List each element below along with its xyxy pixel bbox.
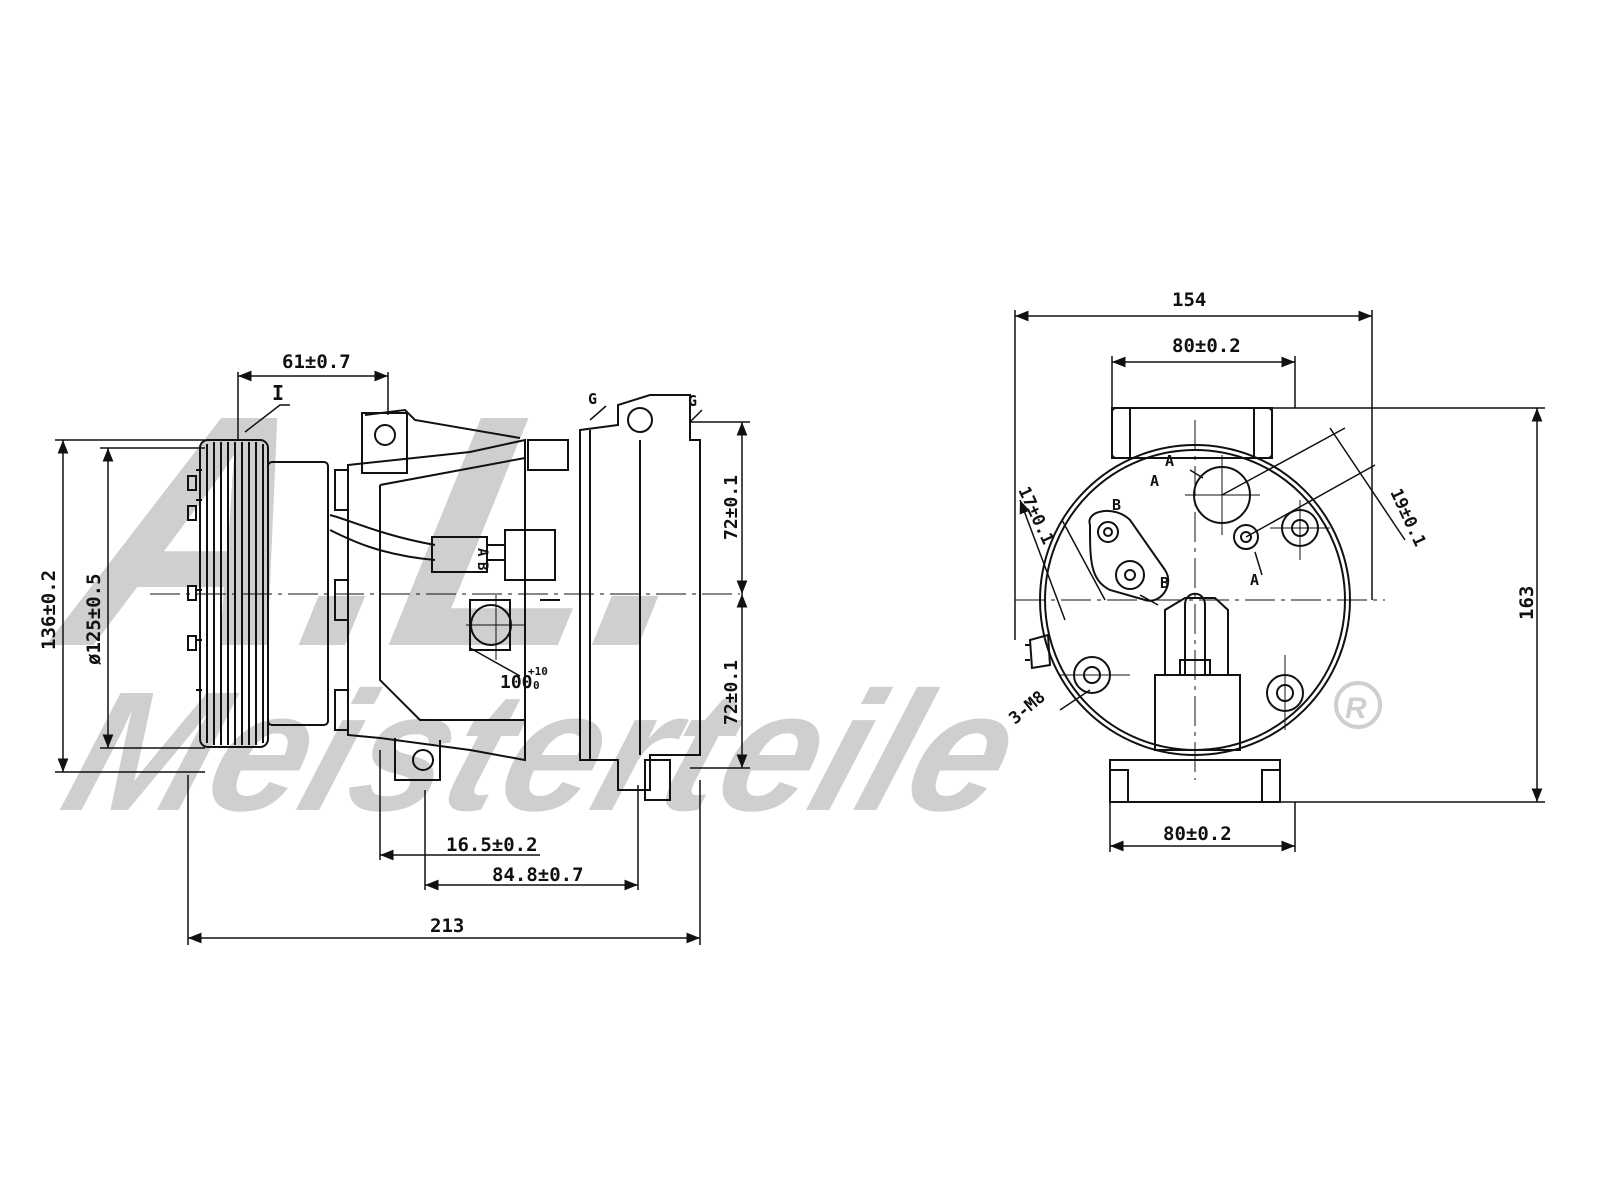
- connector-label-a: A: [474, 548, 490, 557]
- dim-213: 213: [430, 915, 464, 937]
- label-a-2: A: [1150, 472, 1159, 490]
- front-dimension-lines: [55, 370, 750, 945]
- watermark-brand: Meisterteile: [45, 656, 1042, 846]
- label-b-2: B: [1160, 574, 1169, 592]
- dim-163: 163: [1516, 586, 1538, 620]
- dim-80-bottom: 80±0.2: [1163, 823, 1232, 845]
- connector-label-b: B: [474, 562, 490, 570]
- bolt-holes: [1073, 509, 1319, 712]
- label-a-3: A: [1250, 571, 1259, 589]
- label-a-1: A: [1165, 452, 1174, 470]
- label-b-1: B: [1112, 496, 1121, 514]
- svg-text:R: R: [1345, 692, 1367, 725]
- rear-head: [579, 394, 701, 801]
- watermark-logo: A.L.: [28, 346, 740, 715]
- rear-view: [1014, 310, 1545, 852]
- dim-100-tol-top: +10: [528, 665, 548, 678]
- center-lines: [150, 593, 740, 660]
- electrical-connector: [329, 514, 556, 581]
- dim-17: 17±0.1: [1013, 484, 1057, 548]
- dim-125: ø125±0.5: [83, 573, 105, 665]
- side-fitting: [1025, 633, 1052, 670]
- dim-16-5: 16.5±0.2: [446, 834, 538, 856]
- dim-154: 154: [1172, 289, 1206, 311]
- dim-72-bottom: 72±0.1: [721, 660, 742, 725]
- dim-61: 61±0.7: [282, 351, 351, 373]
- watermark: A.L. Meisterteile R: [28, 346, 1382, 846]
- dim-19: 19±0.1: [1385, 486, 1429, 550]
- label-g-left: G: [588, 390, 597, 408]
- registered-mark-icon: R: [1334, 681, 1382, 729]
- front-view-labels: 61±0.7 I 136±0.2 ø125±0.5 G G A B 72±0.1…: [38, 351, 742, 937]
- front-view: [55, 370, 750, 945]
- dim-72-top: 72±0.1: [721, 475, 742, 540]
- label-g-right: G: [688, 392, 697, 410]
- control-valve: [1154, 592, 1241, 751]
- rear-dimension-lines: [1014, 310, 1545, 852]
- discharge-port-plate: [1088, 509, 1170, 602]
- rear-center-lines: [1015, 420, 1385, 780]
- dim-100: 100: [500, 672, 533, 693]
- detail-marker-i: I: [272, 381, 284, 405]
- dim-80-top: 80±0.2: [1172, 335, 1241, 357]
- dim-100-tol-bottom: 0: [533, 679, 540, 692]
- rear-view-labels: 154 80±0.2 80±0.2 163 17±0.1 19±0.1 3-M8…: [1005, 289, 1538, 845]
- dim-136: 136±0.2: [38, 570, 60, 650]
- dim-84-8: 84.8±0.7: [492, 864, 584, 886]
